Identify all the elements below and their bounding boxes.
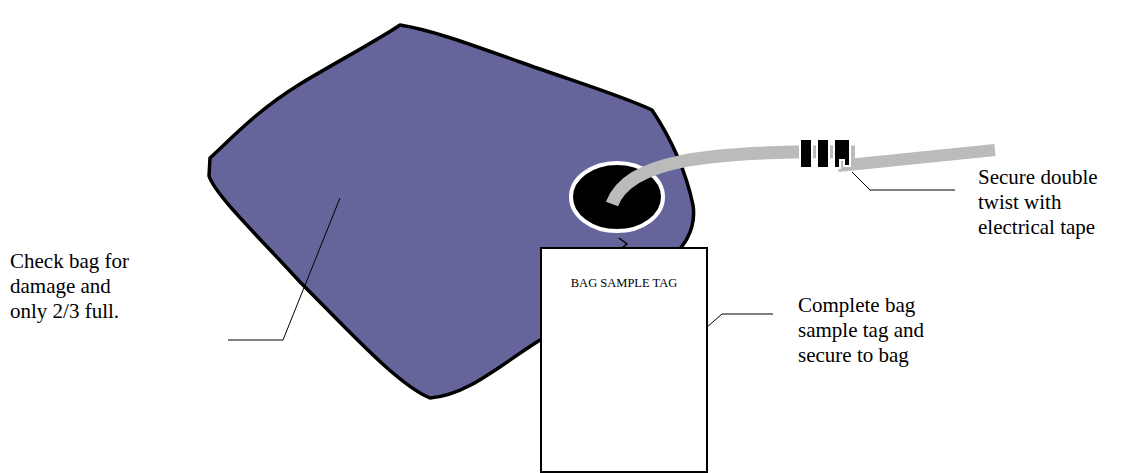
callout-note: Complete bag sample tag and secure to ba… <box>798 293 948 368</box>
electrical-tape <box>800 139 812 168</box>
leader-line <box>228 198 340 340</box>
callout-note: Check bag for damage and only 2/3 full. <box>10 249 150 324</box>
electrical-tape <box>834 139 850 168</box>
electrical-tape <box>817 139 829 168</box>
callout-note: Secure double twist with electrical tape <box>978 165 1128 240</box>
tag-title: BAG SAMPLE TAG <box>542 276 706 291</box>
sample-tag: BAG SAMPLE TAG <box>540 247 708 473</box>
leader-line <box>852 172 955 190</box>
twist-tie-end <box>838 150 995 166</box>
